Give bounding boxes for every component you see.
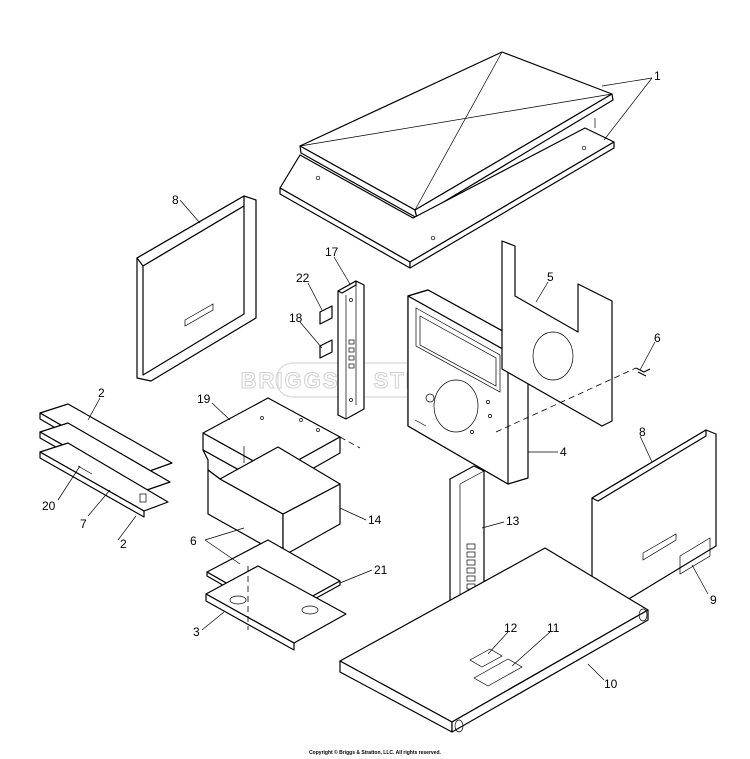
part-enclosure-box <box>202 397 341 557</box>
callout-1: 1 <box>654 69 661 83</box>
copyright-notice: Copyright © Briggs & Stratton, LLC. All … <box>309 750 441 756</box>
callout-12: 12 <box>504 621 518 635</box>
callout-14: 14 <box>368 513 382 527</box>
part-rear-panel <box>501 240 613 427</box>
callout-6-left: 6 <box>190 534 197 548</box>
part-small-decals <box>319 305 333 359</box>
callout-18: 18 <box>289 311 303 325</box>
leader-lines <box>57 77 709 681</box>
callout-22: 22 <box>296 271 310 285</box>
part-control-panel <box>407 289 529 485</box>
callout-21: 21 <box>374 563 388 577</box>
callout-7: 7 <box>80 517 87 531</box>
part-base-frame <box>339 547 649 733</box>
callout-numbers: 1 8 17 5 22 18 6 2 19 8 4 20 7 2 14 13 6… <box>42 69 717 691</box>
callout-8-right: 8 <box>639 425 646 439</box>
callout-2-top: 2 <box>98 386 105 400</box>
callout-10: 10 <box>604 677 618 691</box>
callout-5: 5 <box>547 270 554 284</box>
callout-4: 4 <box>560 445 567 459</box>
callout-6-right: 6 <box>654 331 661 345</box>
callout-13: 13 <box>506 514 520 528</box>
part-right-side-panel <box>591 429 717 615</box>
callout-11: 11 <box>547 621 560 635</box>
assembly-lines <box>247 367 637 630</box>
part-base-tray <box>205 565 347 651</box>
callout-2-bottom: 2 <box>120 537 127 551</box>
callout-17: 17 <box>325 245 339 259</box>
part-filter-stack <box>39 403 173 518</box>
callout-19: 19 <box>197 392 211 406</box>
callout-3: 3 <box>193 625 200 639</box>
part-roof-plate <box>279 127 615 269</box>
part-top-cover <box>299 51 614 220</box>
callout-9: 9 <box>710 593 717 607</box>
part-left-side-panel <box>136 195 257 382</box>
part-vertical-channel <box>337 280 365 420</box>
callout-20: 20 <box>42 499 56 513</box>
callout-8-left: 8 <box>172 193 179 207</box>
